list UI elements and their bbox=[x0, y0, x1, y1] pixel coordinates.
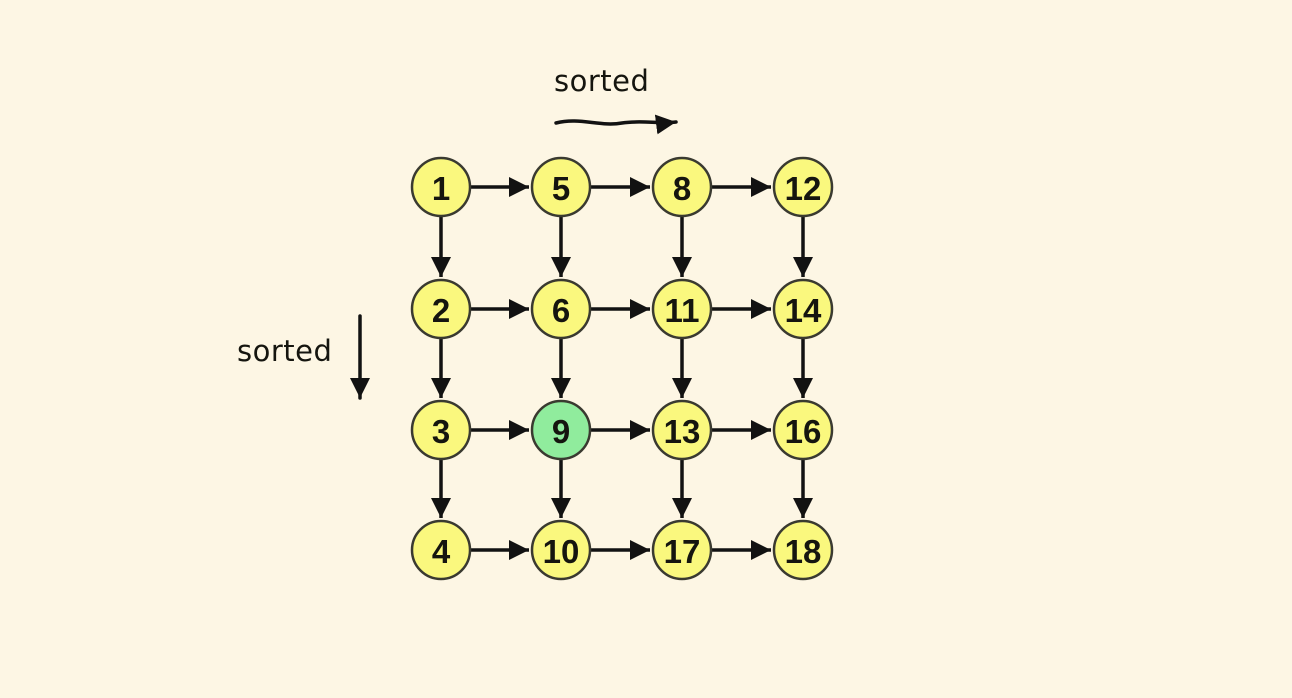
grid-node-4: 4 bbox=[410, 519, 472, 581]
grid-node-13: 13 bbox=[651, 399, 713, 461]
node-circle bbox=[651, 156, 713, 218]
node-circle-highlighted bbox=[530, 399, 592, 461]
node-value: 2 bbox=[432, 292, 450, 329]
node-value: 6 bbox=[552, 292, 570, 329]
node-value: 16 bbox=[785, 413, 822, 450]
grid-node-18: 18 bbox=[772, 519, 834, 581]
node-circle bbox=[651, 278, 713, 340]
grid-node-12: 12 bbox=[772, 156, 834, 218]
sorted-label-rows: sorted bbox=[237, 334, 333, 368]
node-circle bbox=[410, 399, 472, 461]
node-value: 3 bbox=[432, 413, 450, 450]
node-circle bbox=[410, 278, 472, 340]
node-value: 13 bbox=[664, 413, 701, 450]
grid-node-10: 10 bbox=[530, 519, 592, 581]
node-circle bbox=[530, 519, 592, 581]
node-circle bbox=[410, 519, 472, 581]
grid-node-17: 17 bbox=[651, 519, 713, 581]
node-circle bbox=[530, 278, 592, 340]
node-value: 5 bbox=[552, 170, 570, 207]
grid-node-8: 8 bbox=[651, 156, 713, 218]
sorted-label-columns: sorted bbox=[554, 64, 650, 98]
node-value: 1 bbox=[432, 170, 450, 207]
node-value: 17 bbox=[664, 533, 701, 570]
grid-node-3: 3 bbox=[410, 399, 472, 461]
sorted-right-arrow-icon bbox=[554, 114, 678, 135]
grid-node-2: 2 bbox=[410, 278, 472, 340]
node-value: 18 bbox=[785, 533, 822, 570]
node-circle bbox=[530, 156, 592, 218]
grid-node-14: 14 bbox=[772, 278, 834, 340]
node-value: 8 bbox=[673, 170, 691, 207]
grid-node-6: 6 bbox=[530, 278, 592, 340]
grid-node-5: 5 bbox=[530, 156, 592, 218]
node-circle bbox=[651, 519, 713, 581]
grid-nodes: 1 5 8 12 2 6 11 14 3 9 13 16 4 10 17 18 bbox=[410, 156, 834, 581]
node-value: 12 bbox=[785, 170, 822, 207]
grid-node-9: 9 bbox=[530, 399, 592, 461]
node-circle bbox=[772, 519, 834, 581]
grid-node-16: 16 bbox=[772, 399, 834, 461]
node-circle bbox=[772, 399, 834, 461]
node-circle bbox=[772, 156, 834, 218]
node-value: 11 bbox=[665, 292, 700, 329]
node-circle bbox=[410, 156, 472, 218]
node-circle bbox=[651, 399, 713, 461]
node-value: 14 bbox=[785, 292, 822, 329]
node-value: 4 bbox=[432, 533, 451, 570]
node-value: 10 bbox=[543, 533, 580, 570]
grid-edges bbox=[431, 177, 813, 560]
grid-node-11: 11 bbox=[651, 278, 713, 340]
node-value: 9 bbox=[552, 413, 570, 450]
grid-node-1: 1 bbox=[410, 156, 472, 218]
node-circle bbox=[772, 278, 834, 340]
